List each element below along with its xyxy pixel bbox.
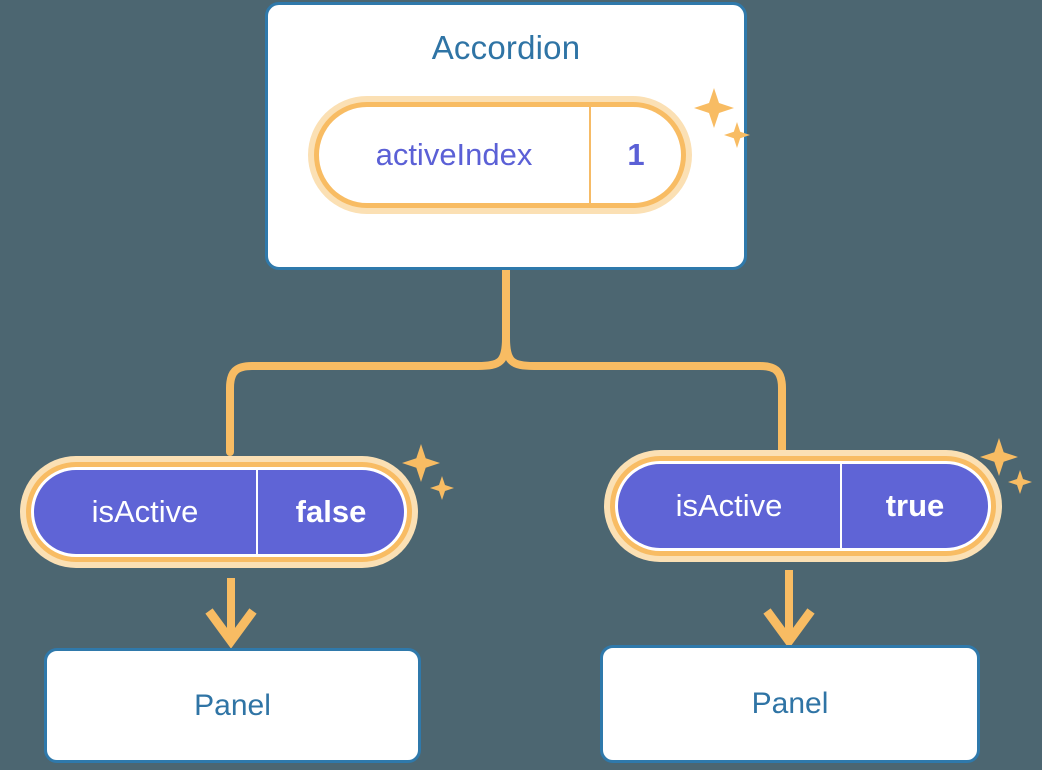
arrow-head-right-icon <box>763 608 815 649</box>
chip-key-label: isActive <box>675 488 783 523</box>
prop-chip-isactive-true[interactable]: isActive true <box>604 450 1002 562</box>
chip-halo: isActive false <box>20 456 418 568</box>
chip-value-label: 1 <box>589 107 681 203</box>
chip-body: isActive false <box>31 467 407 557</box>
chip-key-label: isActive <box>91 494 199 529</box>
panel-title: Panel <box>751 687 829 720</box>
chip-key-label: activeIndex <box>375 137 533 172</box>
chip-halo: isActive true <box>604 450 1002 562</box>
chip-value-label: true <box>840 464 988 548</box>
panel-card-left[interactable]: Panel <box>44 648 421 763</box>
wire-left-branch <box>226 334 510 456</box>
prop-chip-activeindex[interactable]: activeIndex 1 <box>308 96 692 214</box>
prop-chip-isactive-false[interactable]: isActive false <box>20 456 418 568</box>
sparkle-small-icon <box>1008 470 1032 494</box>
sparkle-small-icon <box>430 476 454 500</box>
panel-card-right[interactable]: Panel <box>600 645 980 763</box>
accordion-title: Accordion <box>431 29 581 66</box>
chip-body: isActive true <box>615 461 991 551</box>
chip-value-label: false <box>256 470 404 554</box>
chip-body: activeIndex 1 <box>319 107 681 203</box>
chip-ring: isActive true <box>610 456 996 556</box>
wire-right-branch <box>502 334 786 456</box>
chip-ring: activeIndex 1 <box>314 102 686 208</box>
chip-ring: isActive false <box>26 462 412 562</box>
arrow-head-left-icon <box>205 608 257 649</box>
panel-title: Panel <box>194 688 271 722</box>
chip-halo: activeIndex 1 <box>308 96 692 214</box>
